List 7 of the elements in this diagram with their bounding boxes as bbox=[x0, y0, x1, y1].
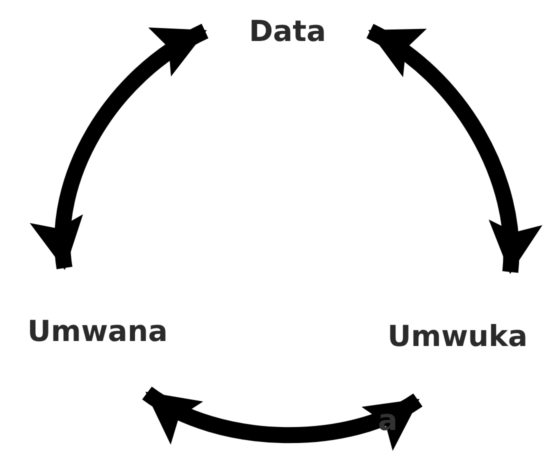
node-label: Umwana bbox=[27, 314, 168, 348]
node-label: Data bbox=[248, 14, 326, 48]
double-headed-arrow bbox=[142, 386, 422, 449]
double-headed-arrow bbox=[366, 24, 540, 274]
text-label: a bbox=[378, 403, 398, 437]
node-label: Umwuka bbox=[387, 319, 528, 353]
double-headed-arrow bbox=[32, 24, 209, 270]
